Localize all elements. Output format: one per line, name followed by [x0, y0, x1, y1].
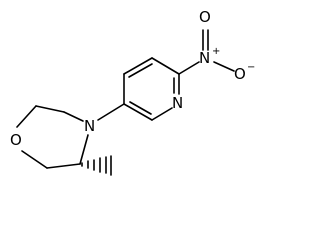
nitro-group [178, 29, 235, 75]
nitro-oxygen-top-label: O [199, 8, 211, 26]
nitro-nitrogen-charge: + [212, 46, 220, 57]
morpholine-ring [16, 105, 89, 169]
morpholine-nitrogen-label: N [84, 117, 95, 135]
bond-c2-n [63, 111, 84, 122]
pyridine-ring [123, 57, 180, 121]
nitro-nitrogen-label: N [199, 49, 210, 67]
nitro-oxygen-right-label: O [234, 65, 246, 83]
nitro-oxygen-charge: − [247, 62, 255, 73]
pyridine-nitrogen-label: N [172, 94, 183, 112]
bond-o-c1 [16, 105, 37, 128]
bond-c3-c4 [46, 163, 81, 169]
ring-oxygen-label: O [10, 131, 22, 149]
bond-n-c3 [79, 134, 89, 165]
bond-c4-o [21, 150, 48, 169]
methyl-stereo-bond [81, 155, 112, 176]
bond-n-pyridine [97, 103, 125, 121]
chemical-structure: O N N N + O O − [10, 8, 255, 176]
bond-c1-c2 [35, 105, 65, 113]
